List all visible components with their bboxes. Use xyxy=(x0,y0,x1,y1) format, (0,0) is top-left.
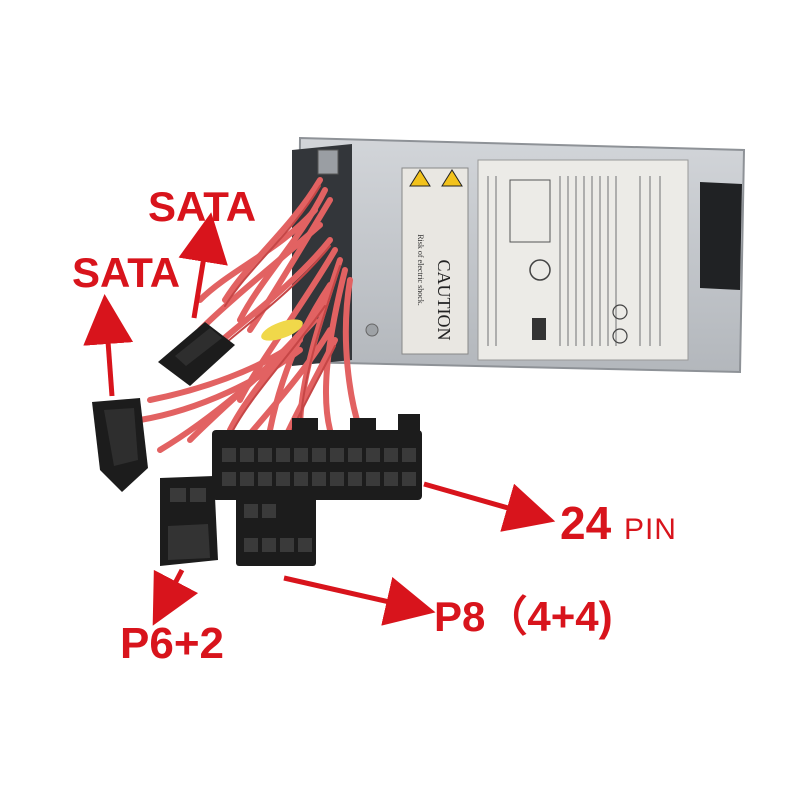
pcie-6plus2-connector xyxy=(160,476,218,566)
caution-text: CAUTION xyxy=(434,260,454,341)
sata-left-arrow xyxy=(83,294,134,397)
cable-harness xyxy=(137,177,363,507)
label-p8: P8（4+4) xyxy=(434,593,613,640)
atx-24pin-connector xyxy=(212,414,422,500)
label-sata-top: SATA xyxy=(148,183,257,230)
label-24pin-number: 24 xyxy=(560,497,612,549)
psu-body: CAUTION Risk of electric shock. xyxy=(292,136,746,374)
p8-arrow xyxy=(283,575,436,626)
connectors xyxy=(92,322,422,566)
label-24pin: 24 PIN xyxy=(560,500,677,546)
p6-arrow xyxy=(152,568,199,626)
shock-warning-text: Risk of electric shock. xyxy=(416,234,425,306)
spec-sticker xyxy=(477,159,689,361)
eps-4plus4-connector xyxy=(236,494,316,566)
label-sata-left: SATA xyxy=(72,249,181,296)
pin24-arrow xyxy=(423,481,556,532)
label-p6: P6+2 xyxy=(120,619,224,668)
cable-tie xyxy=(261,319,303,341)
caution-sticker: CAUTION Risk of electric shock. xyxy=(401,167,469,355)
callout-arrows xyxy=(83,212,556,626)
label-24pin-suffix: PIN xyxy=(623,513,677,546)
sata-top-arrow xyxy=(178,212,228,319)
fan-opening xyxy=(700,182,742,290)
